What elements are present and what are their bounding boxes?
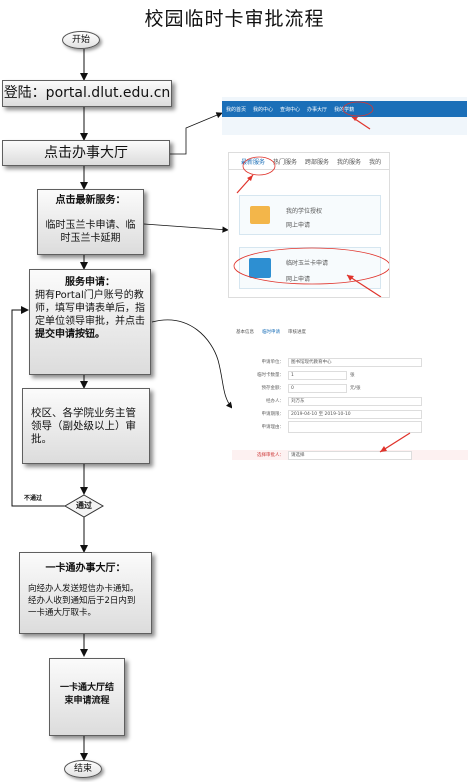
degree-icon <box>250 206 270 224</box>
step-card-office: 一卡通办事大厅： 向经办人发送短信办卡通知。经办人收到通知后于2日内到一卡通大厅… <box>19 552 152 634</box>
link-to-shot3 <box>151 319 233 409</box>
form-field-deposit[interactable]: 0 <box>288 383 347 393</box>
highlight-arrow-form <box>379 432 411 453</box>
step-service-apply: 服务申请： 拥有Portal门户账号的教师，填写申请表单后，指定单位领导审批，并… <box>29 269 151 375</box>
tab-latest-services[interactable]: 最新服务 <box>241 158 266 166</box>
form-row-deposit: 预存金额： 0 元/张 <box>232 383 468 393</box>
id-card-icon <box>249 258 271 278</box>
step-service-apply-body: 拥有Portal门户账号的教师，填写申请表单后，指定单位领导审批，并点击提交申请… <box>35 289 145 341</box>
form-label-count: 临时卡数量： <box>257 373 284 378</box>
service-card-degree-sub: 网上申请 <box>286 222 311 229</box>
form-field-reason[interactable] <box>288 421 422 433</box>
highlight-marks-services <box>233 156 389 297</box>
tab-cross-services[interactable]: 跨部服务 <box>305 158 330 166</box>
step-login: 登陆：portal.dlut.edu.cn <box>2 80 172 107</box>
decision-diamond <box>64 494 104 518</box>
portal-navbar: 我的首页 我的中心 查询中心 办事大厅 我的学籍 <box>222 101 467 117</box>
end-node: 结束 <box>64 760 102 778</box>
tab-mine[interactable]: 我的 <box>369 158 382 166</box>
link-to-shot2 <box>143 223 229 233</box>
form-field-count[interactable]: 1 <box>288 370 347 380</box>
form-tabs: 基本信息 临时申请 审核进度 <box>236 329 306 335</box>
step-leader-approval: 校区、各学院业务主管领导（副处级以上）审批。 <box>22 388 150 464</box>
tab-review-progress[interactable]: 审核进度 <box>288 330 306 335</box>
step-service-hall-text: 点击办事大厅 <box>44 144 128 161</box>
nav-item-service-hall[interactable]: 办事大厅 <box>307 106 328 113</box>
tab-popular-services[interactable]: 热门服务 <box>273 158 298 166</box>
service-tabs: 最新服务 热门服务 跨部服务 我的服务 我的 <box>229 153 389 170</box>
step-service-apply-heading: 服务申请： <box>65 277 115 288</box>
tab-temp-apply[interactable]: 临时申请 <box>262 330 280 335</box>
form-label-period: 申请期限： <box>261 412 285 417</box>
start-label: 开始 <box>71 35 90 45</box>
submit-emphasis: 提交申请 <box>35 329 75 340</box>
tab-my-services[interactable]: 我的服务 <box>337 158 362 166</box>
form-field-unit[interactable]: 图书馆现代教育中心 <box>288 357 422 367</box>
service-card-temp-title: 临时玉兰卡申请 <box>286 260 329 267</box>
screenshot-portal-nav: 我的首页 我的中心 查询中心 办事大厅 我的学籍 <box>222 97 467 135</box>
form-row-unit: 申请单位： 图书馆现代教育中心 <box>232 357 468 367</box>
step-card-office-heading: 一卡通办事大厅： <box>45 563 126 574</box>
form-field-leader[interactable]: 请选择 <box>288 450 412 460</box>
service-card-degree-title: 我的学位授权 <box>286 208 323 215</box>
nav-item-query[interactable]: 查询中心 <box>280 106 301 113</box>
form-label-reason: 申请理由： <box>261 425 285 430</box>
step-leader-approval-text: 校区、各学院业务主管领导（副处级以上）审批。 <box>31 407 136 445</box>
step-service-apply-body-a: 拥有Portal门户账号的教师，填写申请表单后，指定单位领导审批，并点击 <box>35 290 145 327</box>
nav-item-status[interactable]: 我的学籍 <box>334 106 355 113</box>
form-label-leader: 选择审批人： <box>257 453 284 458</box>
step-card-office-body: 向经办人发送短信办卡通知。经办人收到通知后于2日内到一卡通大厅取卡。 <box>28 584 139 618</box>
step-latest-service-heading: 点击最新服务： <box>55 195 126 206</box>
form-field-period[interactable]: 2019-04-10 至 2019-10-10 <box>288 409 422 419</box>
step-service-apply-body-b: 按钮。 <box>75 329 105 340</box>
nav-item-home[interactable]: 我的首页 <box>226 106 247 113</box>
step-service-hall: 点击办事大厅 <box>2 140 170 166</box>
end-label: 结束 <box>73 764 92 774</box>
decision-label: 通过 <box>76 501 92 510</box>
step-finish: 一卡通大厅结束申请流程 <box>49 658 125 736</box>
service-card-temp-sub: 网上申请 <box>286 276 311 283</box>
form-field-handler[interactable]: 刘万东 <box>288 396 422 406</box>
form-row-handler: 经办人： 刘万东 <box>232 396 468 406</box>
step-latest-service-body: 临时玉兰卡申请、临时玉兰卡延期 <box>45 220 136 244</box>
form-row-leader: 选择审批人： 请选择 <box>232 450 468 460</box>
form-row-period: 申请期限： 2019-04-10 至 2019-10-10 <box>232 409 468 419</box>
form-unit-money: 元/张 <box>350 386 361 391</box>
highlight-arrow-nav <box>342 101 374 130</box>
form-label-unit: 申请单位： <box>261 360 285 365</box>
form-row-reason: 申请理由： <box>232 421 468 433</box>
step-latest-service: 点击最新服务： 临时玉兰卡申请、临时玉兰卡延期 <box>37 189 144 255</box>
step-finish-text: 一卡通大厅结束申请流程 <box>59 683 114 706</box>
screenshot-application-form: 基本信息 临时申请 审核进度 申请单位： 图书馆现代教育中心 临时卡数量： 1 … <box>232 325 468 467</box>
nav-item-center[interactable]: 我的中心 <box>253 106 274 113</box>
form-unit-cards: 张 <box>350 373 355 378</box>
page-title: 校园临时卡审批流程 <box>144 8 325 30</box>
link-to-shot1 <box>170 112 223 155</box>
form-label-handler: 经办人： <box>266 399 284 404</box>
service-card-degree[interactable]: 我的学位授权 网上申请 <box>239 195 381 235</box>
tab-basic-info[interactable]: 基本信息 <box>236 330 254 335</box>
screenshot-latest-services: 最新服务 热门服务 跨部服务 我的服务 我的 我的学位授权 网上申请 临时玉兰卡… <box>228 152 390 298</box>
reject-label: 不通过 <box>24 495 43 502</box>
step-login-text: 登陆：portal.dlut.edu.cn <box>3 85 171 101</box>
form-label-deposit: 预存金额： <box>261 386 285 391</box>
form-row-count: 临时卡数量： 1 张 <box>232 370 468 380</box>
arrow-reject-loop <box>11 306 66 507</box>
start-node: 开始 <box>62 31 100 49</box>
